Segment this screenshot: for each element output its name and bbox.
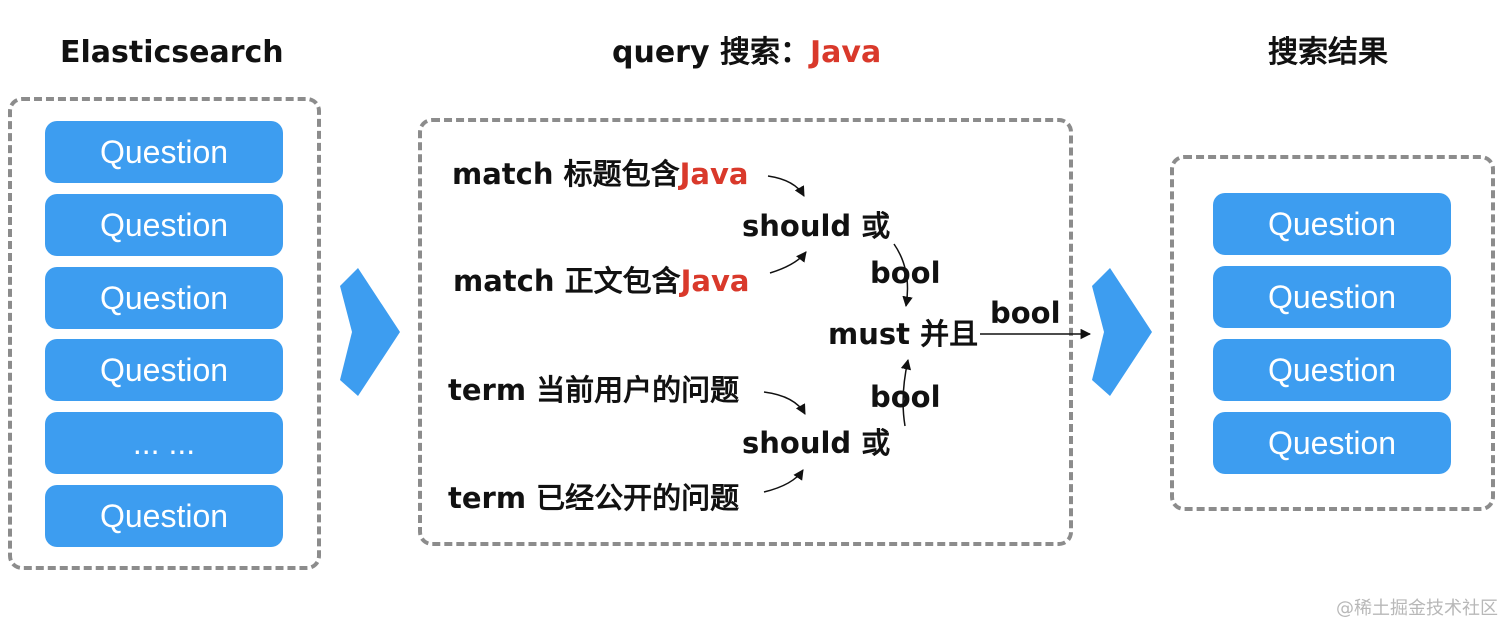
question-item: Question bbox=[45, 339, 283, 402]
result-item: Question bbox=[1213, 339, 1451, 401]
match-title-keyword: Java bbox=[679, 157, 749, 191]
flow-arrow-right bbox=[1092, 268, 1152, 396]
match-body-keyword: Java bbox=[680, 264, 750, 298]
arrow-term-current-to-should bbox=[763, 391, 806, 415]
arrow-should-lower-to-must bbox=[900, 358, 912, 427]
result-item: Question bbox=[1213, 412, 1451, 474]
query-keyword: Java bbox=[809, 35, 882, 70]
arrow-match-title-to-should bbox=[767, 175, 805, 197]
result-item: Question bbox=[1213, 193, 1451, 255]
query-title-prefix: query 搜索： bbox=[612, 35, 810, 70]
arrow-match-body-to-should bbox=[769, 251, 807, 274]
term-public-clause: term 已经公开的问题 bbox=[448, 481, 740, 515]
results-title: 搜索结果 bbox=[1268, 35, 1388, 70]
bool-lower-label: bool bbox=[870, 380, 941, 414]
query-panel bbox=[418, 118, 1073, 546]
question-item: Question bbox=[45, 485, 283, 547]
question-item: Question bbox=[45, 266, 283, 329]
match-body-text: match 正文包含 bbox=[453, 264, 681, 298]
match-title-text: match 标题包含 bbox=[452, 157, 680, 191]
question-item: Question bbox=[45, 121, 283, 183]
match-title-clause: match 标题包含Java bbox=[452, 156, 748, 192]
watermark: @稀土掘金技术社区 bbox=[1336, 598, 1498, 619]
flow-arrow-left bbox=[340, 268, 400, 396]
match-body-clause: match 正文包含Java bbox=[453, 263, 749, 299]
arrow-term-public-to-should bbox=[763, 469, 804, 493]
elasticsearch-panel bbox=[8, 97, 321, 570]
question-item: ... ... bbox=[45, 412, 283, 475]
arrow-should-to-must bbox=[893, 243, 913, 308]
question-item: Question bbox=[45, 193, 283, 256]
should-lower: should 或 bbox=[742, 426, 891, 460]
results-panel bbox=[1170, 155, 1495, 511]
query-title: query 搜索：Java bbox=[612, 35, 881, 71]
must-label: must 并且 bbox=[828, 317, 979, 351]
term-current-user-clause: term 当前用户的问题 bbox=[448, 373, 740, 407]
bool-output-label: bool bbox=[990, 296, 1061, 330]
elasticsearch-title: Elasticsearch bbox=[60, 35, 284, 70]
bool-upper-label: bool bbox=[870, 256, 941, 290]
should-upper: should 或 bbox=[742, 209, 891, 243]
result-item: Question bbox=[1213, 266, 1451, 328]
